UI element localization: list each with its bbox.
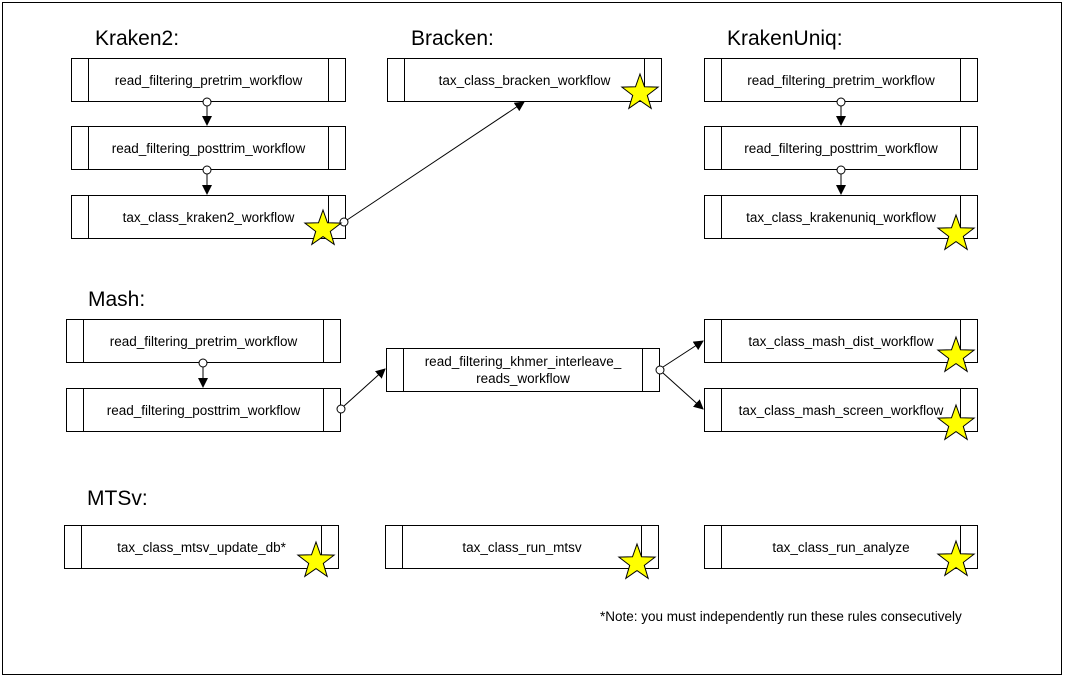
workflow-box-mash-dist: tax_class_mash_dist_workflow — [704, 319, 978, 363]
workflow-label: tax_class_mash_dist_workflow — [748, 333, 934, 349]
section-title-mash: Mash: — [88, 288, 146, 311]
workflow-box-kraken2-posttrim: read_filtering_posttrim_workflow — [71, 126, 346, 170]
section-title-kraken2: Kraken2: — [95, 27, 180, 50]
workflow-label: read_filtering_pretrim_workflow — [109, 333, 298, 349]
workflow-box-mtsv-update-db: tax_class_mtsv_update_db* — [64, 525, 339, 569]
workflow-label: read_filtering_pretrim_workflow — [114, 72, 303, 88]
workflow-box-mtsv-run: tax_class_run_mtsv — [385, 525, 659, 569]
section-title-bracken: Bracken: — [411, 27, 494, 50]
workflow-box-mash-posttrim: read_filtering_posttrim_workflow — [66, 388, 341, 432]
workflow-box-mash-pretrim: read_filtering_pretrim_workflow — [66, 319, 341, 363]
workflow-label: read_filtering_posttrim_workflow — [106, 402, 301, 418]
workflow-label: tax_class_krakenuniq_workflow — [746, 209, 936, 225]
workflow-label: tax_class_mtsv_update_db* — [117, 539, 286, 555]
workflow-label: read_filtering_posttrim_workflow — [111, 140, 306, 156]
workflow-label: read_filtering_posttrim_workflow — [744, 140, 938, 156]
workflow-label: tax_class_run_analyze — [772, 539, 910, 555]
workflow-box-krakenuniq-posttrim: read_filtering_posttrim_workflow — [704, 126, 978, 170]
workflow-box-krakenuniq-pretrim: read_filtering_pretrim_workflow — [704, 58, 978, 102]
section-title-mtsv: MTSv: — [87, 487, 148, 510]
workflow-box-kraken2-pretrim: read_filtering_pretrim_workflow — [71, 58, 346, 102]
workflow-box-mtsv-analyze: tax_class_run_analyze — [704, 525, 978, 569]
workflow-box-khmer-interleave: read_filtering_khmer_interleave_ reads_w… — [386, 348, 660, 392]
workflow-label: read_filtering_pretrim_workflow — [747, 72, 935, 88]
workflow-label: tax_class_mash_screen_workflow — [738, 402, 944, 418]
section-title-krakenuniq: KrakenUniq: — [727, 27, 843, 50]
workflow-box-bracken-class: tax_class_bracken_workflow — [387, 58, 662, 102]
workflow-label: tax_class_bracken_workflow — [438, 72, 611, 88]
workflow-box-krakenuniq-class: tax_class_krakenuniq_workflow — [704, 195, 978, 239]
workflow-label: tax_class_run_mtsv — [462, 539, 582, 555]
workflow-box-kraken2-class: tax_class_kraken2_workflow — [71, 195, 346, 239]
footnote: *Note: you must independently run these … — [600, 609, 962, 624]
workflow-label: tax_class_kraken2_workflow — [122, 209, 295, 225]
workflow-label: read_filtering_khmer_interleave_ reads_w… — [424, 354, 622, 386]
workflow-box-mash-screen: tax_class_mash_screen_workflow — [704, 388, 978, 432]
